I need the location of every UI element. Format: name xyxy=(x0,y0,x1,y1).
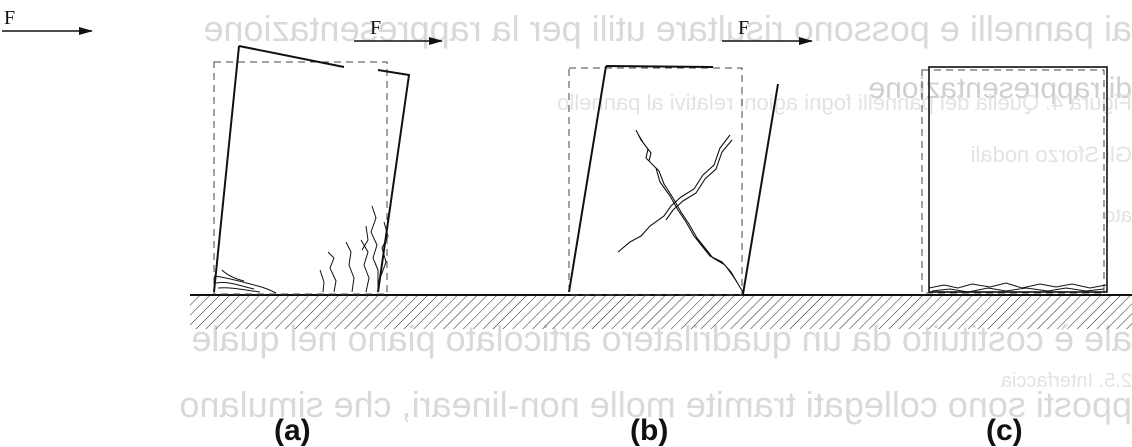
panel-b-shear xyxy=(568,65,779,296)
panel-b-crack-diagonal-1 xyxy=(635,129,744,293)
force-arrow-a: F xyxy=(354,17,443,45)
panel-label-b: (b) xyxy=(630,414,668,447)
force-label: F xyxy=(370,17,381,39)
panel-label-a: (a) xyxy=(274,414,311,447)
panel-a-undeformed xyxy=(213,61,388,295)
panel-c-crack-base xyxy=(928,282,1107,293)
force-arrow-b: F xyxy=(722,17,813,45)
panel-b-deformed xyxy=(568,65,779,295)
panel-b-undeformed xyxy=(568,67,743,296)
panel-a-crack-heel xyxy=(319,205,389,293)
panel-a-deformed-right xyxy=(377,69,411,293)
panel-c-undeformed xyxy=(921,69,1105,294)
panel-c-deformed xyxy=(928,66,1108,293)
panel-b-crack-diagonal-2 xyxy=(617,134,733,253)
ground xyxy=(190,294,1132,329)
panel-a-deformed-left xyxy=(213,45,345,293)
ground-hatching xyxy=(190,296,1132,329)
force-label: F xyxy=(738,17,749,39)
panel-a-rocking xyxy=(213,45,411,295)
force-label: F xyxy=(4,7,15,29)
panel-label-c: (c) xyxy=(986,414,1023,447)
panel-a-crack-toe xyxy=(213,269,277,294)
panel-c-sliding xyxy=(921,66,1108,294)
force-arrow-left: F xyxy=(2,7,93,35)
